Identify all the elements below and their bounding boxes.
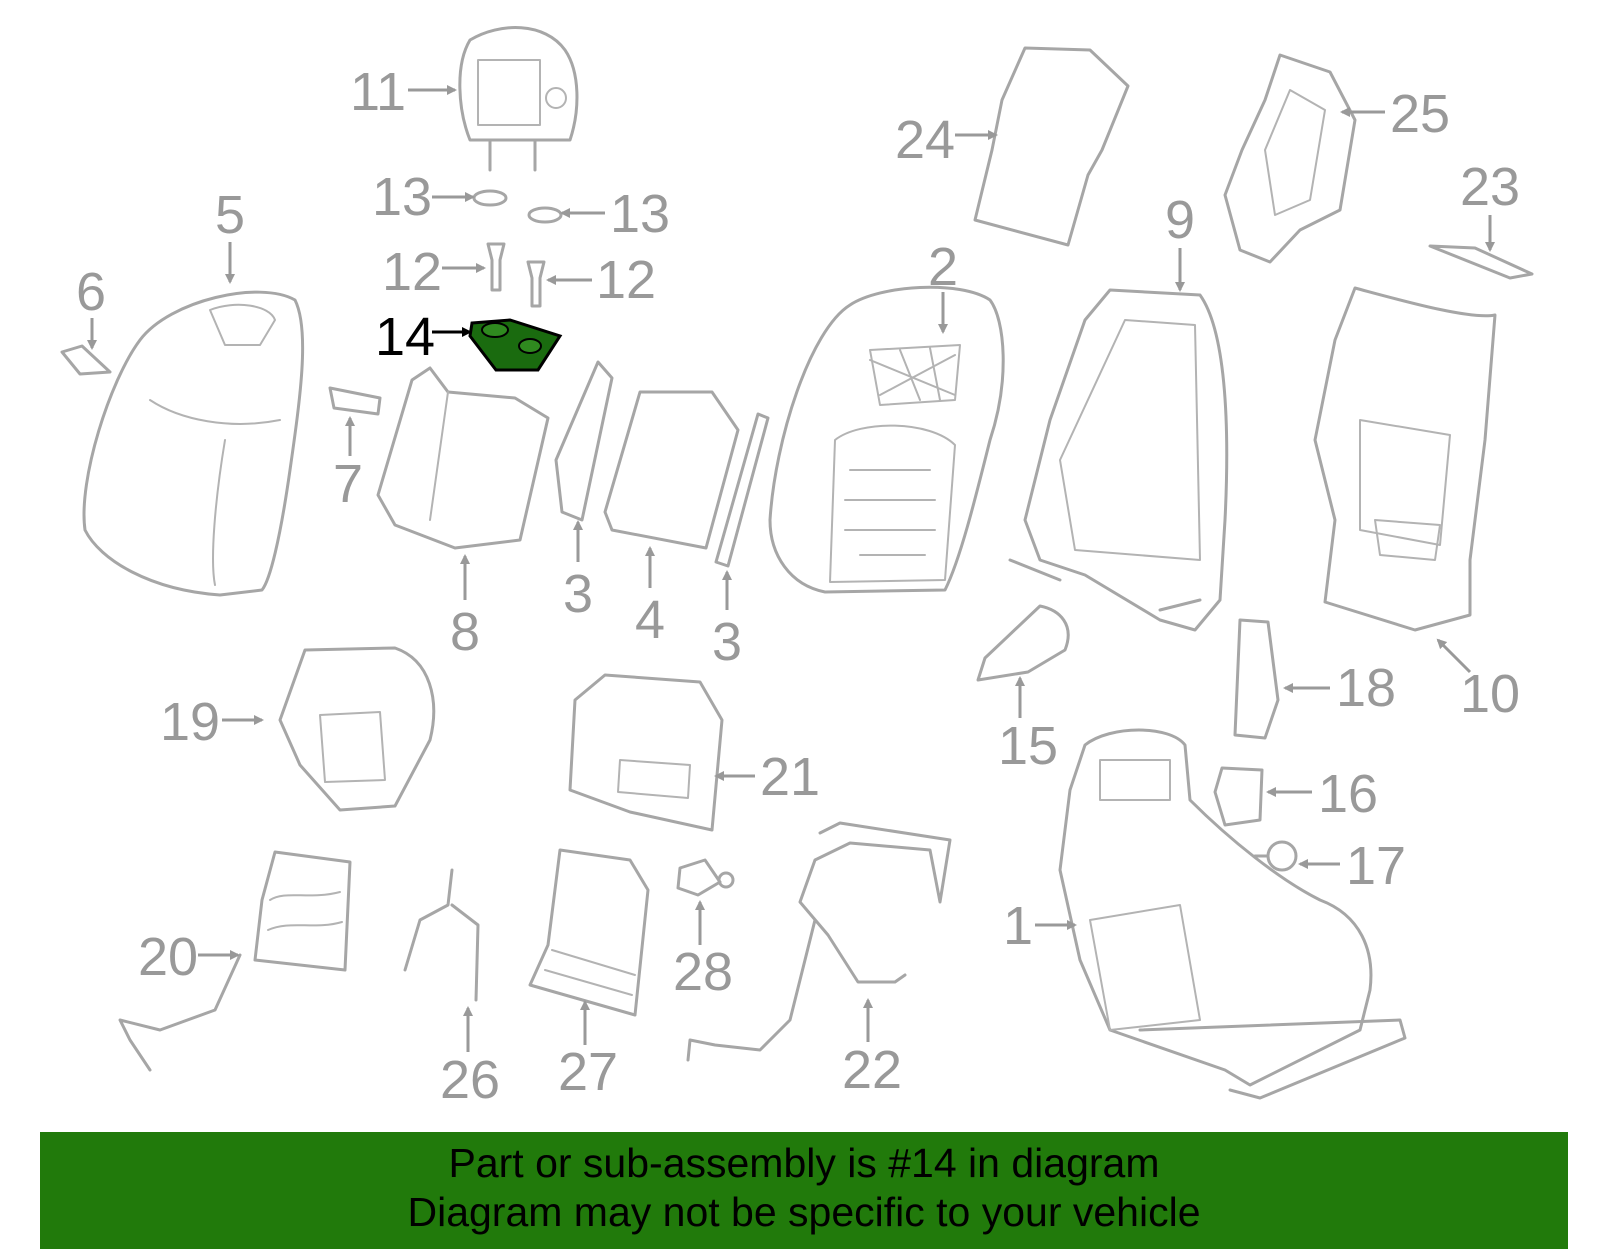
part-9-seat-back-frame <box>1008 288 1229 632</box>
part-6-clip <box>60 344 112 376</box>
callout-18: 18 <box>1336 658 1396 718</box>
part-27-module <box>528 848 650 1017</box>
banner-line-disclaimer: Diagram may not be specific to your vehi… <box>407 1189 1201 1235</box>
callout-21: 21 <box>760 747 820 807</box>
part-19-module <box>278 646 436 812</box>
part-15-lever <box>976 604 1070 682</box>
part-28-sensor <box>676 858 735 897</box>
callout-3-right: 3 <box>712 612 742 672</box>
callout-9: 9 <box>1165 190 1195 250</box>
callout-26: 26 <box>440 1050 500 1110</box>
part-22-harness <box>686 821 952 1062</box>
callout-3-left: 3 <box>563 564 593 624</box>
part-3-strip-left <box>554 360 614 522</box>
callout-23: 23 <box>1460 157 1520 217</box>
part-18-cover <box>1233 618 1280 740</box>
callout-24: 24 <box>895 110 955 170</box>
callout-13-right: 13 <box>610 184 670 244</box>
callout-2: 2 <box>928 237 958 297</box>
callout-4: 4 <box>635 590 665 650</box>
part-23-trim-strip <box>1428 244 1534 280</box>
part-4-panel <box>603 390 740 550</box>
callout-10: 10 <box>1460 664 1520 724</box>
part-14-highlighted <box>468 318 563 372</box>
part-26-wire <box>403 868 480 1002</box>
part-5-seat-back-cover <box>82 290 305 597</box>
callout-7: 7 <box>333 454 363 514</box>
callout-27: 27 <box>558 1042 618 1102</box>
callout-25: 25 <box>1390 84 1450 144</box>
part-25-bracket <box>1223 53 1357 264</box>
callout-13-left: 13 <box>372 167 432 227</box>
callout-22: 22 <box>842 1040 902 1100</box>
callout-14: 14 <box>375 307 435 367</box>
part-12-guides <box>486 242 546 308</box>
callout-1: 1 <box>1003 896 1033 956</box>
part-7-bracket <box>328 386 382 416</box>
callouts: 11 13 13 12 12 14 5 6 7 8 3 4 3 <box>76 62 1520 1110</box>
callout-11: 11 <box>350 62 406 122</box>
part-2-seat-back-trim <box>768 285 1005 594</box>
part-10-back-panel <box>1313 286 1497 632</box>
callout-20: 20 <box>138 927 198 987</box>
callout-8: 8 <box>450 602 480 662</box>
callout-5: 5 <box>215 185 245 245</box>
callout-19: 19 <box>160 692 220 752</box>
part-21-cover <box>568 673 724 832</box>
banner-line-part: Part or sub-assembly is #14 in diagram <box>448 1140 1160 1186</box>
info-banner: Part or sub-assembly is #14 in diagram D… <box>40 1132 1568 1249</box>
callout-17: 17 <box>1346 836 1406 896</box>
part-16-bracket <box>1213 766 1264 827</box>
callout-12-left: 12 <box>382 242 442 302</box>
part-17-fastener <box>1253 840 1298 872</box>
part-8-pad <box>376 366 550 550</box>
part-24-insulator <box>973 46 1130 247</box>
callout-12-right: 12 <box>596 250 656 310</box>
part-1-seat-assembly <box>1058 728 1407 1100</box>
callout-6: 6 <box>76 262 106 322</box>
part-13-grommets <box>472 189 563 224</box>
callout-16: 16 <box>1318 764 1378 824</box>
part-11-headrest <box>458 26 579 172</box>
part-20-harness <box>118 850 352 1072</box>
part-3-strip-right <box>714 412 770 568</box>
callout-28: 28 <box>673 942 733 1002</box>
callout-15: 15 <box>998 716 1058 776</box>
